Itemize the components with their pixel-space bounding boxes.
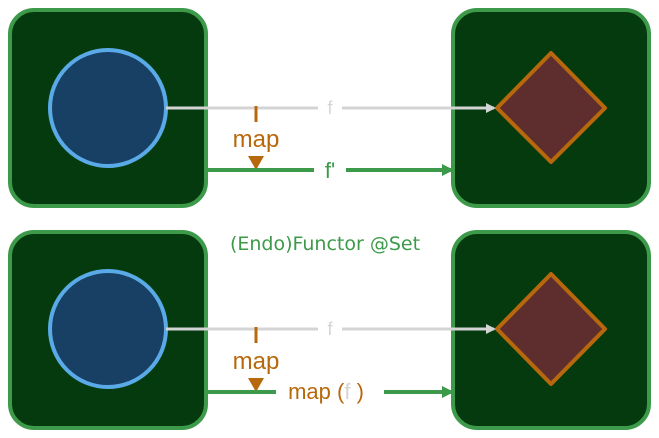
bottom-target-diamond	[495, 272, 607, 386]
functor-caption: (Endo)Functor @Set	[230, 233, 420, 255]
bottom-f-label: f	[327, 319, 333, 339]
top-source-circle	[48, 48, 168, 168]
bottom-mapf-suffix: )	[350, 379, 363, 404]
bottom-source-circle	[48, 269, 168, 389]
bottom-mapf-label: map (f )	[288, 379, 364, 404]
top-target-diamond	[495, 51, 607, 164]
bottom-mapf-inner: f	[344, 379, 351, 404]
top-fprime-label: f'	[325, 158, 335, 183]
bottom-row: f map map (f )	[8, 230, 651, 430]
top-map-label: map	[233, 126, 280, 153]
top-map-arrowhead	[248, 156, 264, 170]
top-row: f map f'	[8, 8, 651, 208]
bottom-map-arrowhead	[248, 378, 264, 392]
bottom-map-label: map	[233, 348, 280, 375]
top-f-label: f	[327, 98, 333, 118]
bottom-mapf-prefix: map (	[288, 379, 345, 404]
